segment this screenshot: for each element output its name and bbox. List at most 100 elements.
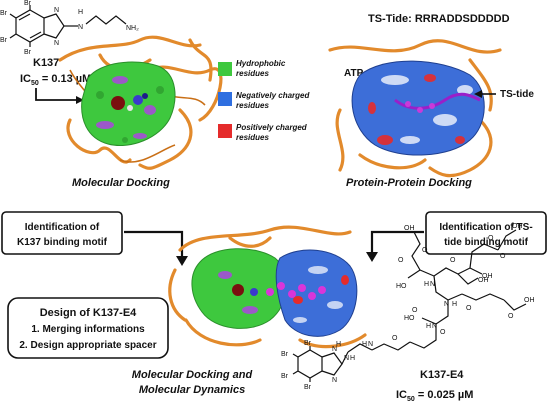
e4-atom-n: N: [444, 301, 449, 308]
e4-atom-br: Br: [281, 373, 289, 380]
ts-tide-arrow-label: TS-tide: [500, 89, 534, 100]
caption-molecular-docking: Molecular Docking: [72, 177, 170, 189]
box-line2: K137 binding motif: [17, 237, 108, 248]
design-item-1: 1. Merging informations: [31, 324, 145, 335]
molecular-docking-image: [58, 35, 223, 170]
ligand-atom: [111, 96, 125, 110]
legend-item-hydrophobic: Hydrophobic residues: [218, 59, 286, 78]
k137-benzene-ring: [15, 9, 45, 43]
e4-atom-o: O: [440, 329, 446, 336]
legend-item-positive: Positively charged residues: [218, 123, 308, 142]
e4-atom-o: O: [508, 313, 514, 320]
e4-atom-br: Br: [304, 384, 312, 391]
ligand-atom: [232, 284, 244, 296]
e4-sidechain: [503, 299, 527, 311]
e4-atom-o: O: [422, 247, 428, 254]
design-item-2: 2. Design appropriate spacer: [19, 340, 156, 351]
e4-sidechain: [497, 229, 517, 251]
box-line1: Identification of: [25, 222, 100, 233]
ligand-atom: [133, 95, 143, 105]
e4-atom-h: H: [362, 341, 367, 348]
e4-atom-o: O: [500, 253, 506, 260]
e4-br-bond: [292, 353, 299, 358]
e4-atom-oh: OH: [404, 225, 415, 232]
k137-double-bond: [29, 31, 42, 39]
e4-bond: [341, 351, 349, 365]
k137-atom-n: N: [78, 24, 83, 31]
k137-br-bond: [9, 13, 17, 19]
e4-atom-br: Br: [304, 340, 312, 347]
e4-atom-h: H: [452, 301, 457, 308]
k137-atom-h: H: [78, 9, 83, 16]
e4-sidechain: [411, 231, 421, 271]
e4-atom-o: O: [398, 257, 404, 264]
k137-atom-n: N: [54, 40, 59, 47]
arrow-head: [474, 90, 482, 98]
e4-atom-h: H: [424, 281, 429, 288]
k137-double-bond: [18, 13, 31, 21]
hydrophobic-surface: [81, 61, 176, 146]
k137-atom-br: Br: [0, 37, 8, 44]
e4-imidazole-ring: [321, 352, 343, 376]
e4-atom-oh: OH: [524, 297, 535, 304]
ligand-atom: [250, 288, 258, 296]
legend-label-line2: residues: [236, 101, 269, 110]
e4-atom-h: H: [426, 323, 431, 330]
legend-label-line1: Negatively charged: [236, 91, 310, 100]
legend: Hydrophobic residues Negatively charged …: [218, 59, 310, 142]
ligand-atom: [127, 105, 133, 111]
e4-atom-br: Br: [281, 351, 289, 358]
box-line1: Identification of TS-: [439, 222, 532, 233]
protein-docking-image: [328, 39, 502, 178]
box-k137-binding-motif: Identification of K137 binding motif: [1, 211, 123, 255]
e4-atom-o: O: [488, 235, 494, 242]
e4-atom-n: N: [430, 281, 435, 288]
k137-pointer-arrow: [35, 88, 76, 101]
k137-e4-structure: Br Br Br Br N N H N H OH OH OH OH OH HO …: [281, 223, 535, 391]
legend-swatch-red: [218, 124, 232, 138]
k137-imidazole-ring: [43, 13, 65, 39]
e4-atom-h: H: [350, 355, 355, 362]
e4-atom-o: O: [450, 257, 456, 264]
k137-e4-ic50: IC50 = 0.025 µM: [396, 389, 473, 403]
legend-swatch-blue: [218, 92, 232, 106]
legend-label-line2: residues: [236, 69, 269, 78]
e4-atom-h: H: [336, 341, 341, 348]
e4-atom-n: N: [344, 355, 349, 362]
e4-atom-n: N: [332, 377, 337, 384]
box-ts-tide-binding-motif: Identification of TS- tide binding motif: [425, 211, 547, 255]
caption-md-line1: Molecular Docking and: [132, 369, 253, 381]
k137-atom-br: Br: [24, 49, 32, 56]
e4-atom-o: O: [392, 335, 398, 342]
k137-structure: Br Br Br Br N N H N NH₂: [0, 0, 139, 56]
legend-label-line1: Positively charged: [236, 123, 308, 132]
k137-label: K137: [33, 57, 59, 69]
e4-sidechain: [469, 243, 499, 269]
e4-atom-o: O: [412, 307, 418, 314]
flow-arrow-right: [366, 230, 424, 262]
legend-swatch-green: [218, 62, 232, 76]
k137-e4-label: K137-E4: [420, 369, 464, 381]
e4-atom-n: N: [432, 323, 437, 330]
box-design-k137-e4: Design of K137-E4 1. Merging information…: [7, 297, 169, 359]
k137-br-bond: [9, 33, 17, 39]
flow-arrow-left: [124, 230, 188, 266]
e4-backbone: [409, 324, 437, 349]
e4-backbone: [421, 300, 449, 325]
k137-atom-nh2: NH₂: [126, 25, 139, 32]
ts-tide-title: TS-Tide: RRRADDSDDDDD: [368, 13, 510, 25]
caption-md-line2: Molecular Dynamics: [139, 384, 245, 396]
caption-protein-docking: Protein-Protein Docking: [346, 177, 472, 189]
legend-label-line2: residues: [236, 133, 269, 142]
e4-atom-oh: OH: [512, 223, 523, 230]
charged-surface: [275, 249, 358, 337]
e4-atom-ho: HO: [396, 283, 407, 290]
e4-atom-oh: OH: [482, 273, 493, 280]
box-line2: tide binding motif: [444, 237, 529, 248]
ligand-atom: [142, 93, 148, 99]
k137-atom-br: Br: [24, 0, 32, 7]
e4-backbone: [433, 275, 463, 301]
e4-atom-n: N: [332, 346, 337, 353]
